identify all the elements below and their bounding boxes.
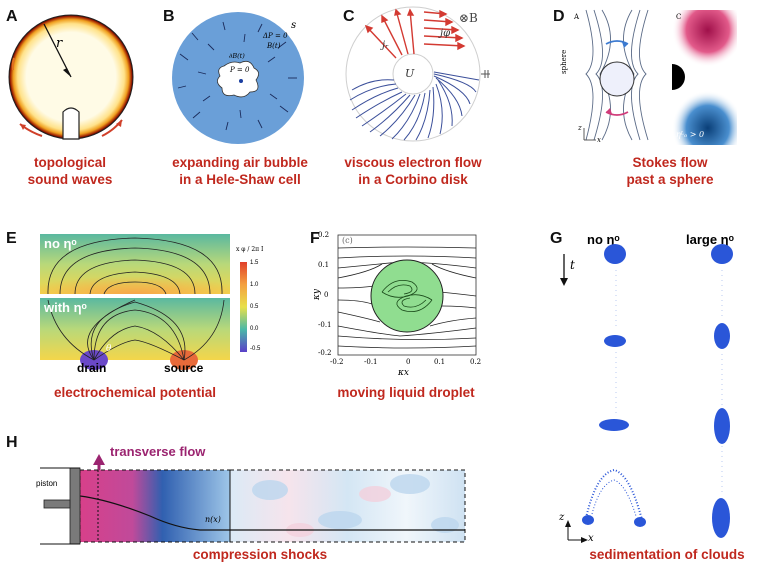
colorbar-tick: 1.0 [250,282,259,288]
label-jr: jᵣ [382,40,389,51]
g-axis-x: x [588,533,594,544]
label-piston: piston [36,479,58,488]
caption-line: in a Corbino disk [358,172,468,187]
ytick: 0.2 [318,231,330,239]
panel-f-caption: moving liquid droplet [337,385,475,400]
caption-line: in a Hele-Shaw cell [179,172,301,187]
caption-line: past a sphere [626,172,714,187]
label-drain: drain [77,361,107,375]
colorbar-tick: 0.5 [250,304,259,310]
label-magnetic-field: ⊗B [459,11,478,25]
label-n-of-x: n(x) [205,515,221,524]
caption-line: Stokes flow [632,155,708,170]
ytick: -0.2 [318,349,332,357]
panel-e-letter: E [6,230,17,247]
xtick: -0.2 [330,358,344,366]
f-yticks: 0.2 0.1 0 -0.1 -0.2 [318,231,338,357]
axis-z-label: z [578,124,582,132]
label-with-eta: with ηᵒ [44,300,87,315]
f-xlabel: κx [398,368,409,378]
panel-f-letter: F [310,230,320,247]
xtick: 0 [406,358,411,366]
ytick: 0 [324,291,329,299]
panel-d-letter: D [553,8,565,25]
panel-c-letter: C [343,8,355,25]
panel-b-caption: expanding air bubble in a Hele-Shaw cell [158,154,322,188]
caption-line: topological [34,155,106,170]
label-jphi: jφ [440,28,451,39]
radius-label: r [56,36,63,51]
inset-c-label: C [676,13,682,21]
inset-label: (c) [342,236,353,245]
panel-b-letter: B [163,8,175,25]
radius-line [43,23,72,78]
panel-h-caption: compression shocks [192,547,328,562]
panel-a-caption: topological sound waves [0,154,140,188]
label-u: U [405,67,415,80]
panel-g-letter: G [550,230,563,247]
label-eta-odd: ηᴸₒ > 0 [676,130,705,139]
colorbar-tick: -0.5 [250,346,261,352]
caption-line: viscous electron flow [344,155,482,170]
xtick: 0.2 [470,358,482,366]
caption-line: sound waves [27,172,113,187]
ytick: -0.1 [318,321,332,329]
xtick: -0.1 [364,358,378,366]
panel-c-caption: viscous electron flow in a Corbino disk [338,154,488,188]
label-b-of-t: B(t) [267,42,281,50]
air-bubble [217,60,259,98]
colorbar-tick: 0.0 [250,326,259,332]
panel-h-letter: H [6,434,18,451]
colorbar-tick: 1.5 [250,260,259,266]
g-col1-label: no ηᵒ [587,232,620,247]
xtick: 0.1 [434,358,446,366]
label-p-zero: P = 0 [230,66,250,74]
label-transverse-flow: transverse flow [110,444,206,459]
axis-x-label: x [597,136,601,144]
ytick: 0.1 [318,261,330,269]
label-s: s [291,20,297,31]
label-boundary: ∂B(t) [229,52,245,60]
g-time-label: t [570,258,575,272]
f-xticks: -0.2 -0.1 0 0.1 0.2 [330,358,490,368]
caption-line: expanding air bubble [172,155,308,170]
panel-d-caption: Stokes flow past a sphere [610,154,730,188]
colorbar-title: x φ / 2π I [236,246,264,253]
g-axis-z: z [559,512,565,523]
label-delta-p: ΔP = 0 [263,32,288,40]
panel-e-caption: electrochemical potential [53,385,217,400]
label-theta: θ [106,344,112,354]
label-no-eta: no ηᵒ [44,236,77,251]
inset-a-label: A [574,13,580,21]
label-source: source [164,361,204,375]
notch [62,107,80,140]
colorbar-ticks: 1.5 1.0 0.5 0.0 -0.5 [250,260,270,356]
panel-a-letter: A [6,8,18,25]
g-col2-label: large ηᵒ [686,232,734,247]
panel-g-caption: sedimentation of clouds [589,547,745,562]
